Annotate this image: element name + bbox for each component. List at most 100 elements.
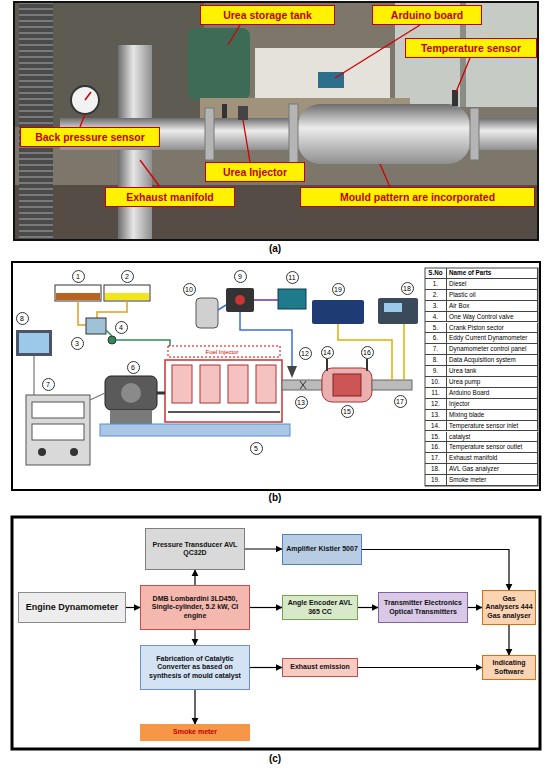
table-cell: Injector: [447, 399, 538, 410]
table-cell: Data Acquisition system: [447, 355, 538, 366]
piston: [172, 365, 192, 403]
monitor: [16, 330, 52, 356]
callout-number: 14: [321, 346, 334, 359]
temperature-probe: [366, 359, 368, 371]
table-cell: catalyst: [447, 432, 538, 443]
urea-line: [218, 305, 226, 310]
panel-label: (a): [255, 243, 295, 255]
dynamometer-rotor: [121, 383, 141, 403]
table-cell: Plastic oil: [447, 290, 538, 301]
analyzer-screen: [384, 303, 402, 312]
callout-number: 15: [341, 405, 354, 418]
node-text: Amplifier Kistler 5007: [286, 545, 358, 553]
node-text: Exhaust emission: [290, 663, 350, 671]
flow-arrow: [508, 625, 509, 655]
leader-line: [456, 58, 470, 92]
pressure-gauge: [71, 86, 99, 114]
smoke-meter: [312, 300, 364, 324]
temperature-probe: [452, 90, 458, 106]
table-cell: One Way Control valve: [447, 312, 538, 323]
node-text: Arduino board: [391, 9, 463, 21]
callout-box: Urea Injector: [205, 162, 305, 182]
injector-rail: [168, 346, 280, 357]
table-cell: 15.: [425, 432, 447, 443]
table-cell: Dynamometer control panel: [447, 344, 538, 355]
node-text: Urea storage tank: [223, 9, 312, 21]
panel-frame: [12, 262, 540, 490]
engine-block: [165, 360, 282, 422]
panel-knob: [70, 448, 78, 456]
photo-frame: [14, 2, 538, 240]
panel-label: (c): [255, 753, 295, 765]
table-cell: 14.: [425, 421, 447, 432]
fuel-line: [78, 301, 86, 325]
flow-arrow: [358, 667, 482, 668]
panel-display: [32, 402, 84, 418]
table-cell: Temperature sensor inlet: [447, 421, 538, 432]
leader-line: [380, 164, 390, 187]
table-frame: [425, 268, 538, 486]
table-cell: S.No: [425, 268, 447, 279]
callout-number: 9: [234, 270, 247, 283]
signal-line: [33, 356, 34, 395]
catalyst-core: [333, 374, 361, 396]
diesel-level: [56, 293, 100, 300]
fuel-line: [106, 330, 112, 336]
callout-number: 13: [295, 396, 308, 409]
leader-line: [243, 120, 250, 162]
process-box: Pressure Transducer AVL QC32D: [145, 528, 245, 570]
process-box: Gas Analysers 444 Gas analyser: [482, 590, 536, 625]
urea-line: [240, 312, 292, 366]
table-cell: 11.: [425, 388, 447, 399]
process-box: Smoke meter: [140, 724, 250, 741]
table-cell: 8.: [425, 355, 447, 366]
table-cell: 12.: [425, 399, 447, 410]
callout-number: 19: [332, 283, 345, 296]
callout-number: 5: [250, 442, 263, 455]
table-cell: Smoke meter: [447, 475, 538, 486]
panel-display: [32, 424, 84, 440]
callout-box: Back pressure sensor: [20, 127, 160, 147]
photo-background: [14, 2, 538, 240]
node-text: Urea Injector: [223, 166, 287, 178]
callout-number: 11: [286, 271, 299, 284]
piston: [228, 365, 248, 403]
node-text: Smoke meter: [173, 728, 217, 736]
urea-tank: [196, 298, 218, 328]
callout-number: 18: [401, 282, 414, 295]
table-cell: Air Box: [447, 301, 538, 312]
node-text: Mould pattern are incorporated: [340, 191, 495, 203]
gas-analyzer: [378, 298, 418, 324]
signal-line: [90, 393, 105, 400]
table-cell: 5.: [425, 323, 447, 334]
flow-arrow: [250, 607, 282, 608]
process-box: Transmitter Electronics Optical Transmit…: [378, 592, 468, 623]
flow-arrow: [194, 690, 195, 724]
node-text: Indicating Software: [485, 659, 533, 675]
callout-number: 10: [183, 283, 196, 296]
table-cell: 9.: [425, 366, 447, 377]
pump-valve: [235, 295, 245, 305]
panel-knob: [38, 448, 46, 456]
diesel-tank: [55, 285, 101, 301]
table-cell: 6.: [425, 333, 447, 344]
air-box: [86, 318, 106, 334]
node-text: Exhaust manifold: [126, 191, 214, 203]
table-cell: 4.: [425, 312, 447, 323]
temperature-probe: [222, 104, 227, 118]
table-cell: Urea tank: [447, 366, 538, 377]
injector: [238, 106, 248, 120]
process-box: Engine Dynamometer: [18, 592, 126, 623]
callout-number: 2: [121, 270, 134, 283]
mixing-blade: [300, 381, 306, 389]
node-text: Back pressure sensor: [35, 131, 145, 143]
urea-tank: [188, 28, 250, 100]
converter-shell: [298, 104, 470, 164]
callout-number: 6: [127, 361, 140, 374]
leader-line: [80, 114, 85, 127]
callout-box: Urea storage tank: [200, 5, 335, 25]
plastic-oil-tank: [104, 285, 150, 301]
process-box: Indicating Software: [482, 655, 536, 680]
process-box: Angle Encoder AVL 365 CC: [282, 595, 358, 620]
